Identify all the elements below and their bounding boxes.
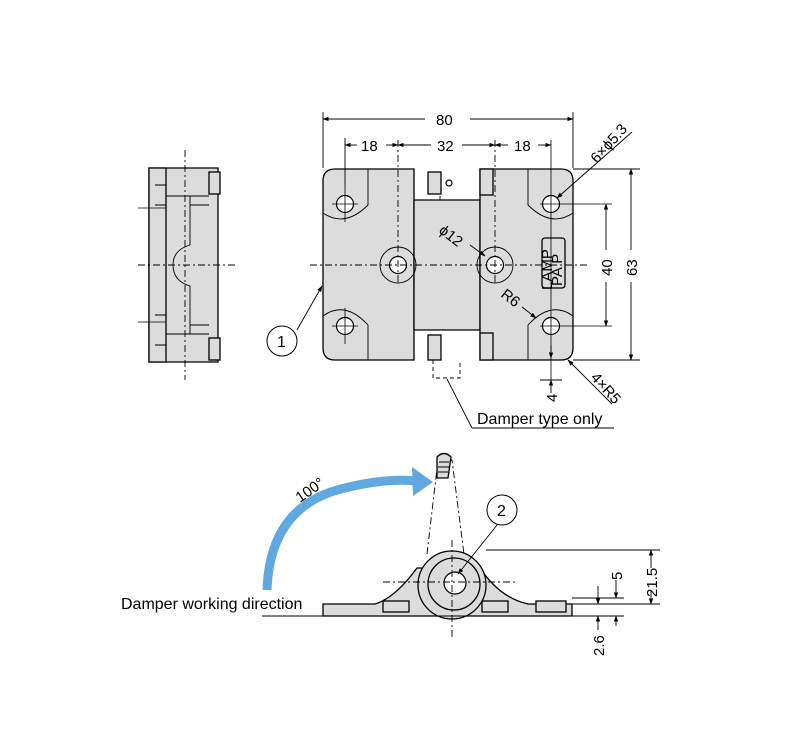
elevation-view (262, 452, 600, 637)
dim-base-thickness: 2.6 (591, 635, 608, 656)
damper-type-only-label: Damper type only (477, 411, 602, 428)
marking-line-1: LAMP (539, 249, 556, 290)
marking-label: LAMP PA P (539, 249, 566, 290)
damper-direction-label: Damper working direction (121, 596, 302, 613)
dim-offset: 4 (544, 394, 561, 402)
callout-2-number: 2 (497, 503, 506, 520)
dim-pitch-right: 18 (514, 138, 531, 155)
dim-overall-height: 63 (624, 259, 641, 276)
damper-working-direction-label: Damper working direction (121, 596, 302, 613)
dim-overall-width: 80 (436, 112, 453, 129)
callout-1-number: 1 (277, 334, 286, 351)
open-direction-arrow: 100° (262, 467, 433, 591)
dim-corner-radius: 4×R5 (587, 369, 624, 407)
dim-pitch-center: 32 (437, 138, 454, 155)
dim-hole-spec: 6×ϕ5.3 (587, 121, 631, 167)
damper-type-callout: Damper type only (446, 378, 614, 429)
dim-hole-pitch-vertical: 40 (599, 259, 616, 276)
front-view (310, 140, 612, 380)
dim-pitch-left: 18 (361, 138, 378, 155)
elevation-dimensions: 21.5 5 2.6 (486, 549, 661, 656)
side-view (138, 150, 236, 380)
callout-1: 1 (266, 285, 323, 357)
dim-thickness: 5 (609, 572, 626, 580)
dim-height-total: 21.5 (644, 568, 661, 597)
marking-line-2: PA P (549, 254, 566, 286)
callout-2: 2 (457, 494, 518, 575)
